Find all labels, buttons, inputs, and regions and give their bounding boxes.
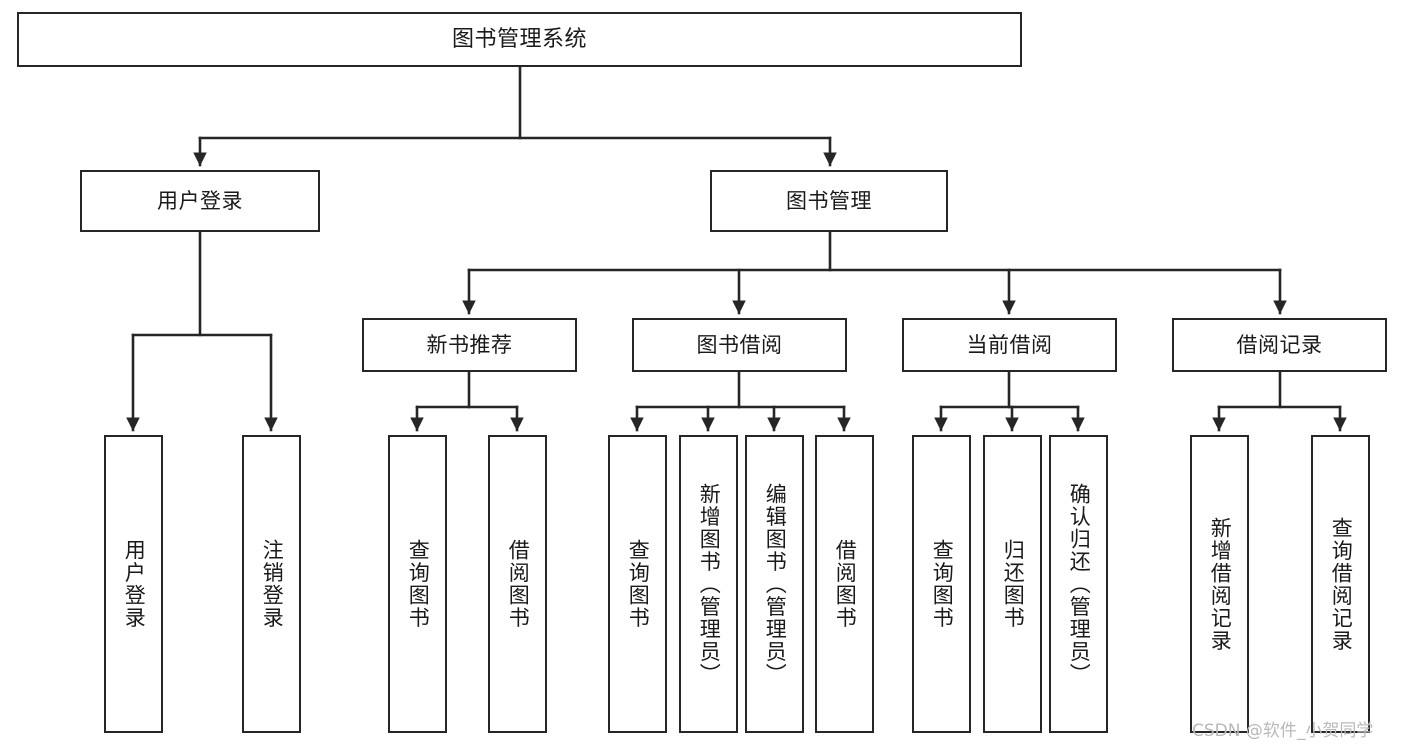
node-leaf-borrow-book-1[interactable]: 借阅图书 [488,435,547,733]
node-leaf-add-record-label: 新增借阅记录 [1208,516,1233,652]
node-leaf-confirm-return[interactable]: 确认归还（管理员） [1049,435,1108,733]
csdn-watermark: CSDN @软件_小贺同学 [1192,721,1374,741]
node-leaf-query-book-1-label: 查询图书 [406,539,431,629]
node-book-borrow[interactable]: 图书借阅 [632,318,847,372]
node-user-login-label: 用户登录 [157,188,243,213]
node-leaf-logout-label: 注销登录 [260,539,285,629]
node-leaf-borrow-book-2-label: 借阅图书 [833,539,858,629]
node-book-borrow-label: 图书借阅 [696,332,783,357]
node-borrow-record[interactable]: 借阅记录 [1172,318,1387,372]
node-root-label: 图书管理系统 [451,26,587,52]
node-user-login[interactable]: 用户登录 [80,170,320,232]
node-leaf-user-login[interactable]: 用户登录 [104,435,163,733]
node-leaf-query-book-1[interactable]: 查询图书 [388,435,447,733]
node-leaf-logout[interactable]: 注销登录 [242,435,301,733]
node-leaf-borrow-book-1-label: 借阅图书 [506,539,531,629]
node-leaf-add-record[interactable]: 新增借阅记录 [1190,435,1249,733]
node-leaf-return-book[interactable]: 归还图书 [983,435,1042,733]
node-leaf-query-book-3-label: 查询图书 [930,539,955,629]
node-leaf-confirm-return-label: 确认归还（管理员） [1067,482,1092,686]
node-book-manage[interactable]: 图书管理 [710,170,948,232]
node-book-manage-label: 图书管理 [786,188,872,213]
node-current-borrow-label: 当前借阅 [966,332,1053,357]
node-leaf-add-book[interactable]: 新增图书（管理员） [679,435,738,733]
node-leaf-query-record-label: 查询借阅记录 [1329,516,1354,652]
node-leaf-query-book-2[interactable]: 查询图书 [608,435,667,733]
node-leaf-borrow-book-2[interactable]: 借阅图书 [815,435,874,733]
node-new-book-recommend-label: 新书推荐 [426,332,513,357]
node-leaf-query-book-2-label: 查询图书 [626,539,651,629]
node-current-borrow[interactable]: 当前借阅 [902,318,1117,372]
node-root[interactable]: 图书管理系统 [17,12,1022,67]
node-leaf-edit-book-label: 编辑图书（管理员） [763,482,788,686]
node-leaf-query-record[interactable]: 查询借阅记录 [1311,435,1370,733]
node-new-book-recommend[interactable]: 新书推荐 [362,318,577,372]
node-leaf-query-book-3[interactable]: 查询图书 [912,435,971,733]
node-leaf-add-book-label: 新增图书（管理员） [697,482,722,686]
node-borrow-record-label: 借阅记录 [1236,332,1323,357]
node-leaf-edit-book[interactable]: 编辑图书（管理员） [745,435,804,733]
node-leaf-user-login-label: 用户登录 [122,539,147,629]
node-leaf-return-book-label: 归还图书 [1001,539,1026,629]
